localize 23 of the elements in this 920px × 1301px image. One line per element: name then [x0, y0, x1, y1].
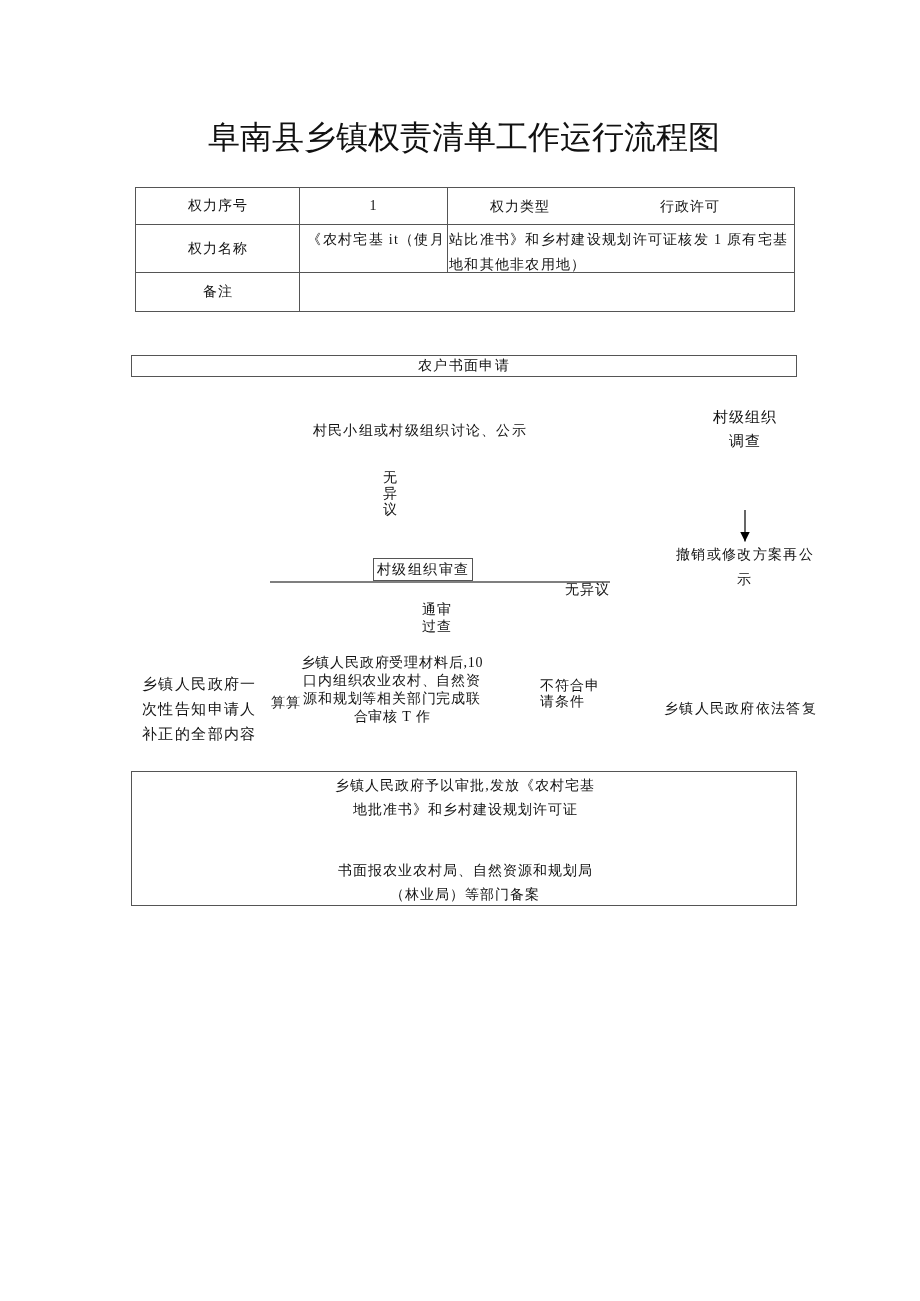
label-text: 村民小组或村级组织讨论、公示 — [312, 422, 528, 440]
title: 阜南县乡镇权责清单工作运行流程图 — [208, 118, 720, 157]
label-text: 乡镇人民政府依法答复 — [664, 700, 817, 718]
step-text: 撤销或修改方案再公示 — [675, 541, 815, 592]
table-cell: 权力序号 — [135, 187, 300, 225]
label-text: 乡镇人民政府一次性告知申请人补正的全部内容 — [142, 675, 258, 744]
table-cell: 站比准书》和乡村建设规划许可证核发 1 原有宅基地和其他非农用地） — [447, 224, 795, 273]
box-text: 乡镇人民政府予以审批,发放《农村宅基地批准书》和乡村建设规划许可证 — [334, 777, 596, 819]
table-cell: 备注 — [135, 272, 300, 312]
process-box: 农户书面申请 — [131, 355, 797, 377]
arrow — [740, 509, 750, 543]
process-box — [131, 771, 797, 906]
label-text: 通审过查 — [420, 601, 454, 635]
box-text: 书面报农业农村局、自然资源和规划局（林业局）等部门备案 — [336, 862, 594, 904]
label-text: 无异议 — [382, 470, 400, 518]
label-text: 算算 — [271, 695, 300, 711]
cell-text: 权力类型 — [490, 197, 550, 216]
label-text: 乡镇人民政府受理材料后,10 口内组织农业农村、自然资源和规划等相关部门完成联合审核 T 作 — [300, 654, 484, 726]
label-text: 不符合申请条件 — [540, 678, 601, 710]
label-text: 无异议 — [565, 581, 610, 599]
label-text: 村级组织调查 — [712, 408, 778, 451]
cell-text: 行政许可 — [660, 197, 720, 216]
process-box: 村级组织审查 — [373, 558, 473, 581]
